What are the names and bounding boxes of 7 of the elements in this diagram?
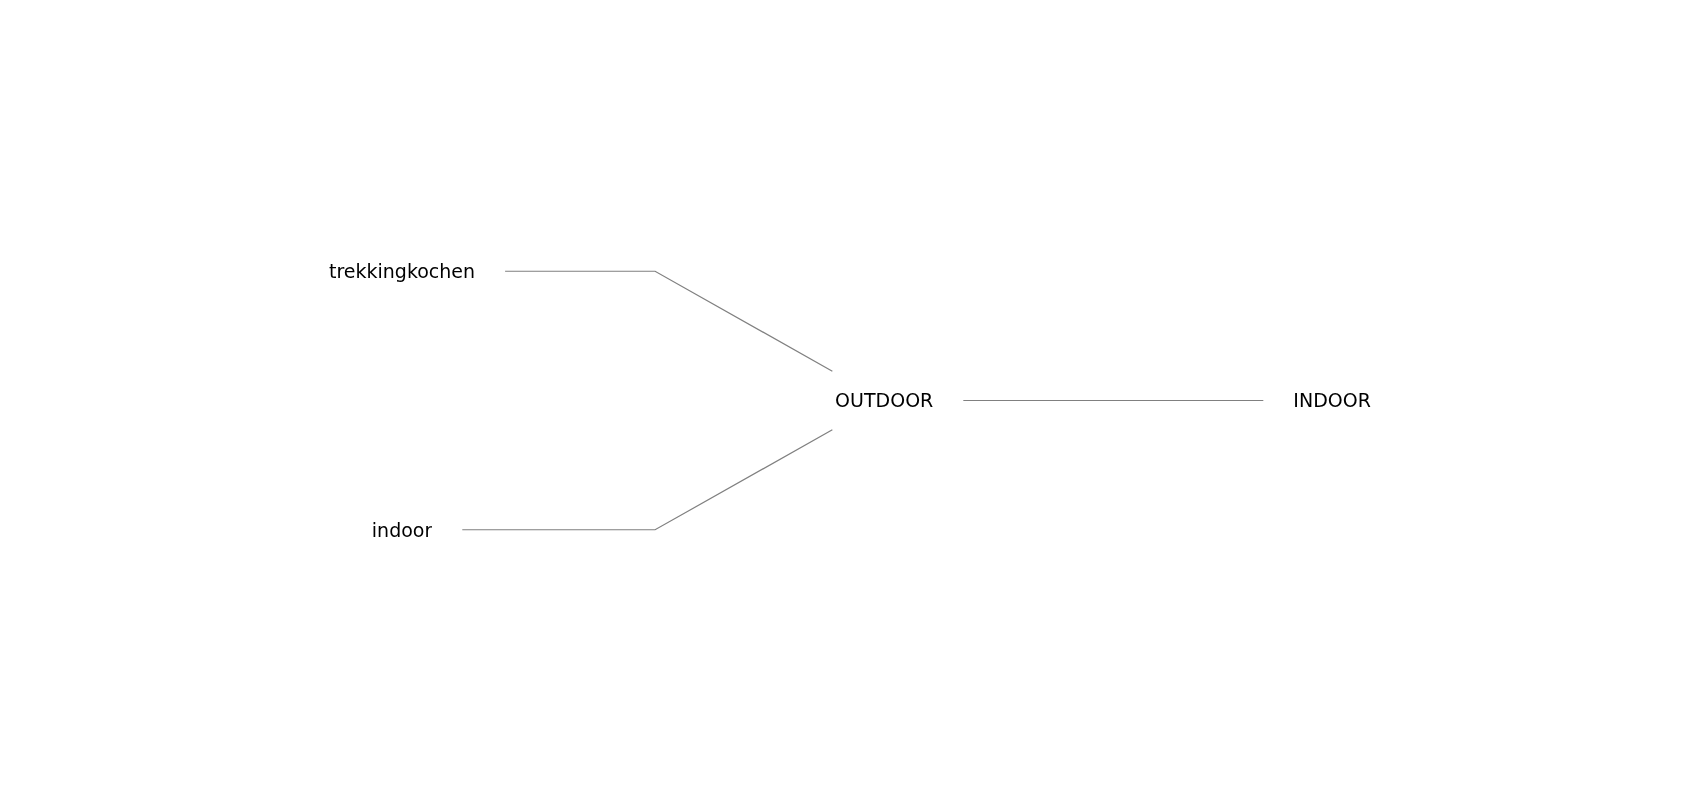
node-text: INDOOR [1293,388,1371,411]
node-text: indoor [371,518,433,540]
connector [504,270,833,372]
node-text: OUTDOOR [835,388,934,411]
connector [962,399,1264,401]
connector [461,428,833,530]
node-text: trekkingkochen [329,259,476,282]
